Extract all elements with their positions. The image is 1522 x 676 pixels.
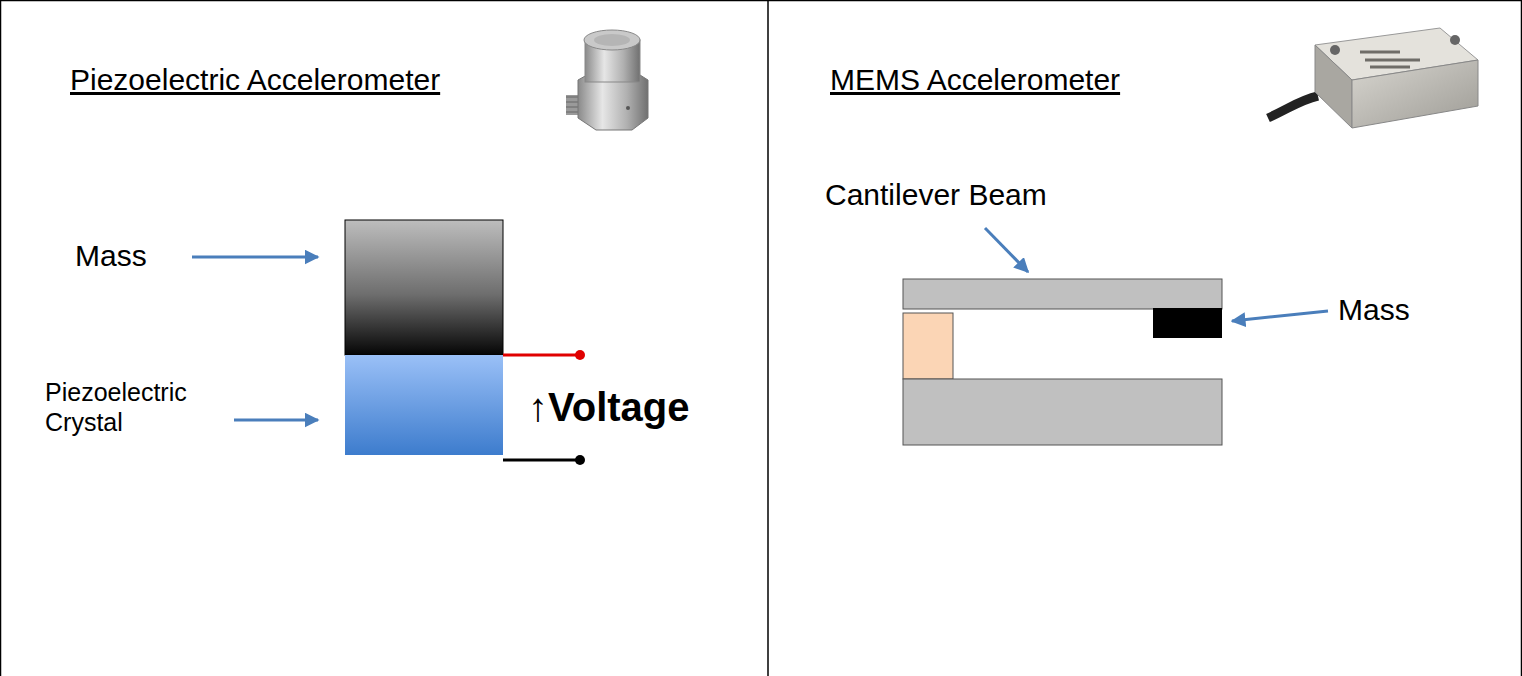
signal-label: ↑Voltage <box>528 383 690 431</box>
part-label: Mass <box>75 238 147 274</box>
panel-heading: Piezoelectric Accelerometer <box>70 62 440 98</box>
mems-photo <box>1268 28 1478 128</box>
leader-arrow <box>192 256 318 259</box>
panel-divider <box>767 0 769 676</box>
leader-arrow <box>1232 311 1328 321</box>
seismic-mass <box>345 220 503 355</box>
panel-heading: MEMS Accelerometer <box>830 62 1120 98</box>
terminal-dot <box>575 350 585 360</box>
part-label: Piezoelectric Crystal <box>45 377 245 437</box>
piezo-crystal <box>345 355 503 455</box>
anchor-post <box>903 313 953 379</box>
part-label: Mass <box>1338 292 1410 328</box>
leader-arrow <box>234 419 318 422</box>
cantilever-beam <box>903 279 1222 309</box>
positive-wire <box>503 354 580 357</box>
part-label: Cantilever Beam <box>825 177 1047 213</box>
substrate <box>903 379 1222 445</box>
terminal-dot <box>575 455 585 465</box>
sensor-photo <box>566 30 648 130</box>
leader-arrow <box>985 228 1028 272</box>
proof-mass <box>1153 308 1222 338</box>
negative-wire <box>503 459 580 462</box>
